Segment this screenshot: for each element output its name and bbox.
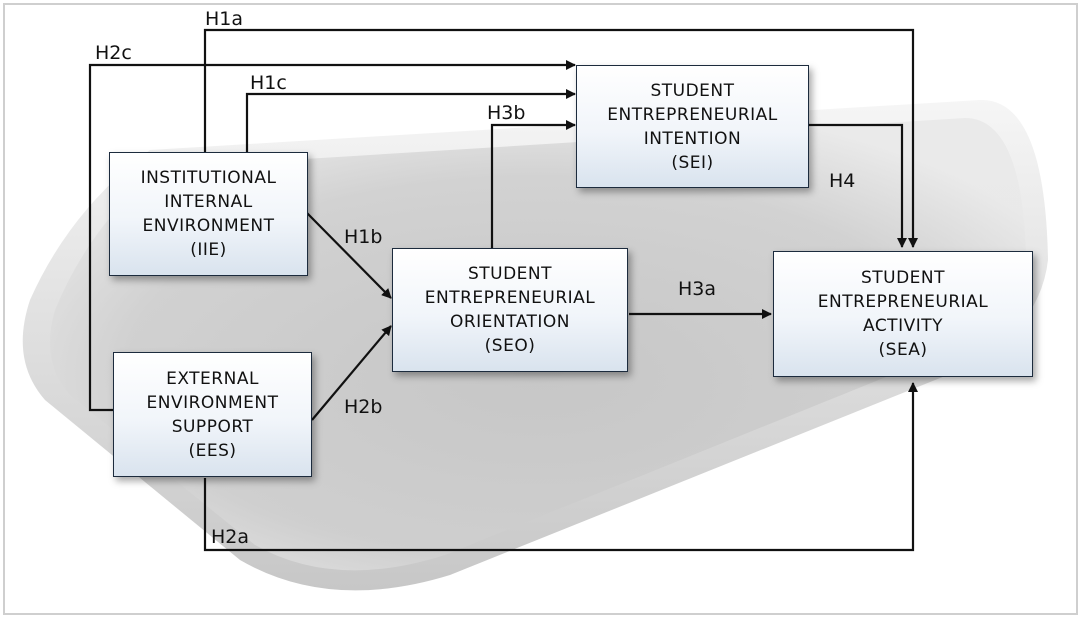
- node-sea-line-3: ACTIVITY: [862, 316, 943, 336]
- label-h1c: H1c: [250, 72, 287, 94]
- node-sea-line-1: STUDENT: [860, 268, 946, 288]
- connectors: [88, 28, 918, 552]
- node-iie-line-1: INSTITUTIONAL: [140, 168, 277, 188]
- node-sei-line-1: STUDENT: [650, 80, 735, 101]
- label-h1a: H1a: [205, 8, 244, 30]
- node-seo-line-1: STUDENT: [467, 264, 553, 284]
- label-h2c: H2c: [95, 42, 132, 64]
- node-ees-line-2: ENVIRONMENT: [146, 392, 279, 413]
- node-ees-line-4: (EES): [188, 440, 237, 461]
- label-h3a: H3a: [678, 278, 717, 300]
- arrow-h2a: [203, 382, 918, 552]
- label-h4: H4: [829, 170, 856, 192]
- node-seo: STUDENT ENTREPRENEURIAL ORIENTATION (SEO…: [392, 248, 628, 372]
- arrow-h1a: [203, 28, 918, 248]
- node-seo-line-2: ENTREPRENEURIAL: [424, 288, 596, 308]
- node-sei: STUDENT ENTREPRENEURIAL INTENTION (SEI): [576, 65, 809, 188]
- node-sea-line-2: ENTREPRENEURIAL: [817, 292, 989, 312]
- node-iie-line-4: (IIE): [190, 240, 227, 260]
- node-ees-line-1: EXTERNAL: [166, 368, 259, 389]
- arrow-h1b: [306, 212, 392, 299]
- arrow-h3b: [490, 120, 576, 248]
- label-h2b: H2b: [344, 396, 383, 418]
- arrow-h2b: [311, 325, 392, 421]
- node-iie: INSTITUTIONAL INTERNAL ENVIRONMENT (IIE): [109, 152, 308, 276]
- arrow-h4: [808, 123, 907, 248]
- label-h1b: H1b: [344, 226, 383, 248]
- node-sea-line-4: (SEA): [878, 340, 928, 360]
- node-sei-line-3: INTENTION: [643, 128, 742, 149]
- arrow-h2c: [88, 60, 576, 412]
- arrow-h1c: [245, 89, 576, 152]
- node-sei-line-4: (SEI): [671, 152, 714, 173]
- node-iie-line-3: ENVIRONMENT: [142, 216, 275, 236]
- node-seo-line-4: (SEO): [484, 336, 536, 356]
- node-iie-line-2: INTERNAL: [164, 192, 253, 212]
- label-h2a: H2a: [211, 526, 250, 548]
- node-ees-line-3: SUPPORT: [171, 416, 254, 437]
- node-sea: STUDENT ENTREPRENEURIAL ACTIVITY (SEA): [773, 251, 1033, 377]
- node-seo-line-3: ORIENTATION: [449, 312, 571, 332]
- node-ees: EXTERNAL ENVIRONMENT SUPPORT (EES): [113, 352, 312, 477]
- label-h3b: H3b: [487, 102, 526, 124]
- node-sei-line-2: ENTREPRENEURIAL: [607, 104, 778, 125]
